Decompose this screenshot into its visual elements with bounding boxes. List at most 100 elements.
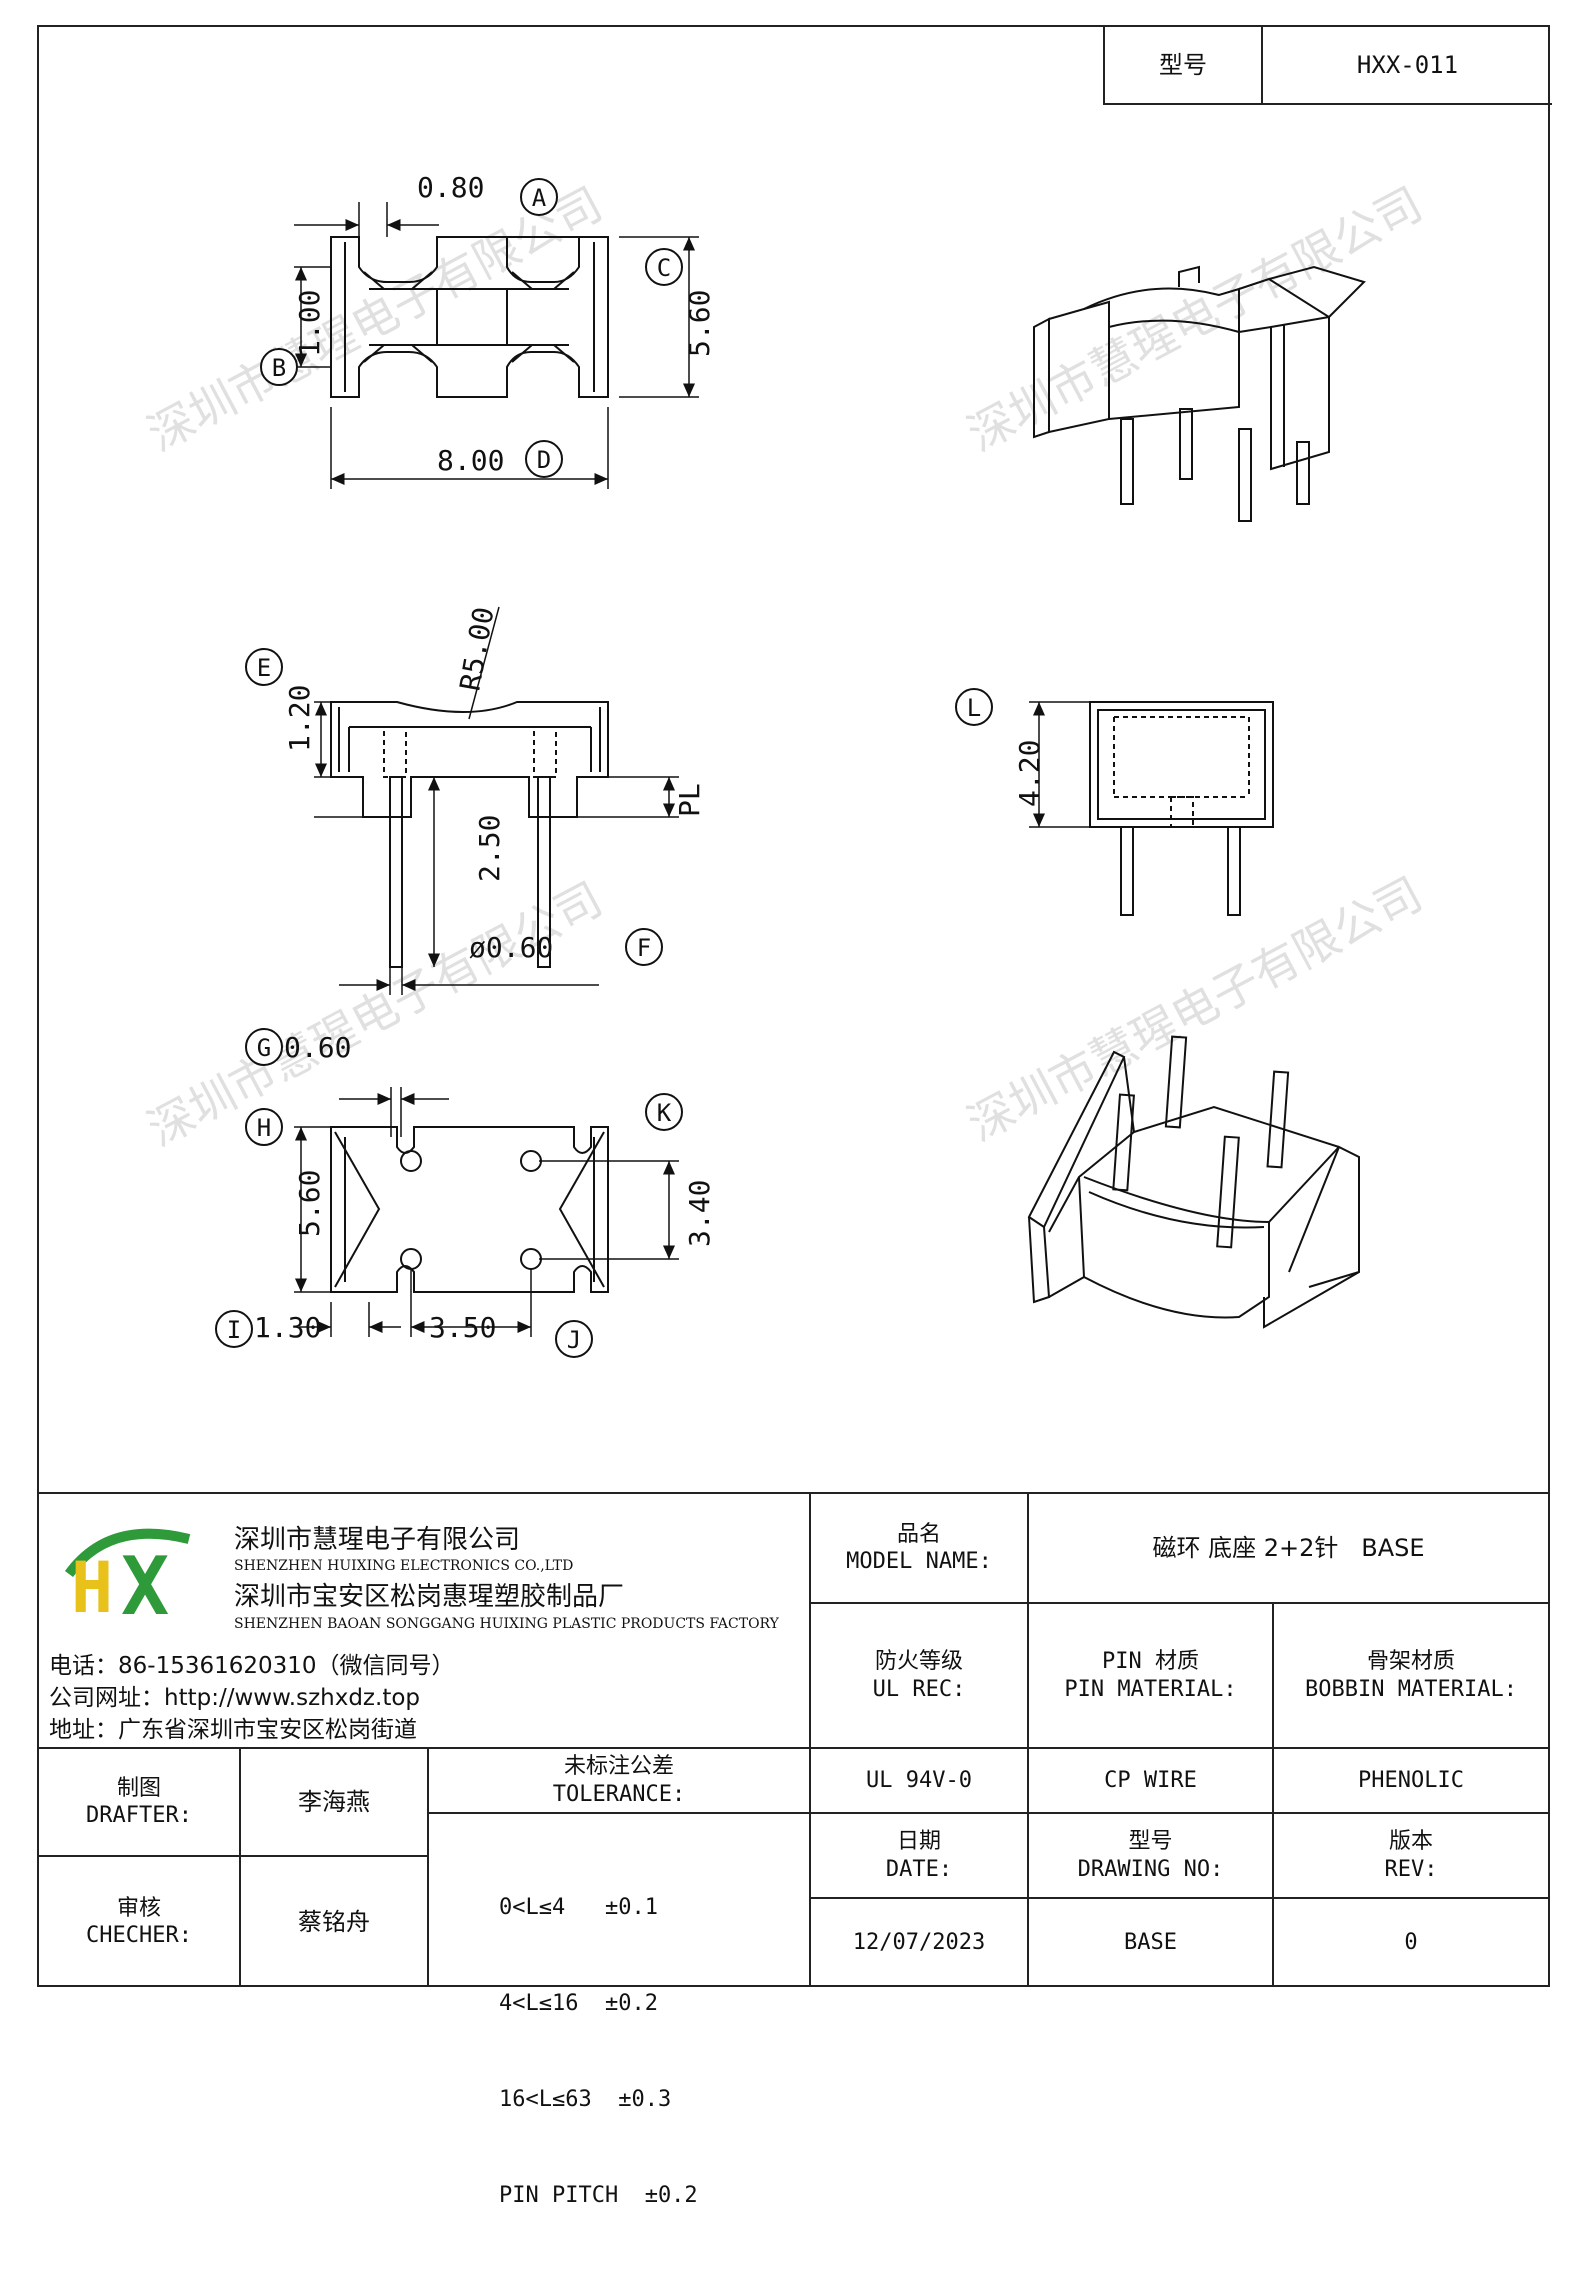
dim-560-bot: 5.60	[293, 1170, 326, 1237]
pin-material-en: PIN MATERIAL:	[1064, 1676, 1237, 1702]
watermark-3: 深圳市慧瑆电子有限公司	[139, 871, 611, 1156]
ul-rec-cn: 防火等级	[874, 1649, 963, 1674]
callout-d-circle	[525, 440, 563, 478]
tolerance-row-4: PIN PITCH ±0.2	[499, 2183, 698, 2208]
bobbin-material-value: PHENOLIC	[1274, 1749, 1548, 1814]
dim-060: 0.60	[284, 1031, 351, 1064]
pin-material-cn: PIN 材质	[1102, 1649, 1199, 1674]
dim-340: 3.40	[683, 1180, 716, 1247]
pin-material-value: CP WIRE	[1029, 1749, 1274, 1814]
callout-j-circle	[555, 1320, 593, 1358]
tolerance-label: 未标注公差 TOLERANCE:	[429, 1749, 811, 1814]
tolerance-row-3: 16<L≤63 ±0.3	[499, 2087, 672, 2112]
tolerance-en: TOLERANCE:	[552, 1781, 686, 1807]
callout-g: G	[257, 1034, 271, 1062]
callout-b: B	[272, 354, 286, 382]
pin-material-label: PIN 材质 PIN MATERIAL:	[1029, 1604, 1274, 1749]
callout-h-circle	[245, 1108, 283, 1146]
rev-en: REV:	[1384, 1856, 1438, 1882]
tolerance-cn: 未标注公差	[563, 1754, 674, 1779]
checker-label: 审核 CHECHER:	[39, 1857, 241, 1987]
callout-d: D	[537, 446, 551, 474]
ul-rec-value: UL 94V-0	[811, 1749, 1029, 1814]
drawing-no-value: BASE	[1029, 1899, 1274, 1987]
logo-x: X	[121, 1540, 169, 1624]
date-label: 日期 DATE:	[811, 1814, 1029, 1899]
company-phone: 电话：86-15361620310（微信同号）	[49, 1653, 455, 1679]
dim-420: 4.20	[1013, 740, 1046, 807]
watermark-4: 深圳市慧瑆电子有限公司	[959, 866, 1431, 1151]
drawing-sheet: 型号 HXX-011 深圳市慧瑆电子有限公司 深圳市慧瑆电子有限公司 深圳市慧瑆…	[37, 25, 1552, 2208]
iso-view-top	[1033, 265, 1366, 522]
dim-100: 1.00	[293, 290, 326, 357]
callout-e-circle	[245, 648, 283, 686]
callout-h: H	[257, 1114, 271, 1142]
dim-350: 3.50	[429, 1311, 496, 1344]
dim-pl: PL	[673, 783, 706, 817]
callout-i-circle	[215, 1310, 253, 1348]
callout-k: K	[657, 1099, 672, 1127]
callout-l: L	[967, 694, 981, 722]
logo-h: H	[71, 1547, 113, 1624]
company-area: H X 深圳市慧瑆电子有限公司 SHENZHEN HUIXING ELECTRO…	[39, 1494, 811, 1749]
checker-name: 蔡铭舟	[241, 1857, 429, 1987]
callout-c: C	[657, 254, 671, 282]
tolerance-values: 0<L≤4 ±0.1 4<L≤16 ±0.2 16<L≤63 ±0.3 PIN …	[429, 1814, 811, 2208]
date-en: DATE:	[885, 1856, 953, 1882]
watermark-layer: 深圳市慧瑆电子有限公司 深圳市慧瑆电子有限公司 深圳市慧瑆电子有限公司 深圳市慧…	[139, 176, 1431, 1156]
checker-cn: 审核	[116, 1895, 161, 1921]
callout-k-circle	[645, 1093, 683, 1131]
model-name-cn: 品名	[896, 1521, 941, 1547]
logo-swoosh	[64, 1528, 191, 1578]
callout-l-circle	[955, 688, 993, 726]
rev-label: 版本 REV:	[1274, 1814, 1548, 1899]
technical-drawing: 深圳市慧瑆电子有限公司 深圳市慧瑆电子有限公司 深圳市慧瑆电子有限公司 深圳市慧…	[139, 171, 1431, 1358]
rev-cn: 版本	[1388, 1829, 1433, 1854]
dim-phi060: ø0.60	[469, 931, 553, 964]
dim-r500: R5.00	[453, 604, 500, 693]
tolerance-row-2: 4<L≤16 ±0.2	[499, 1991, 658, 2016]
drawing-no-label: 型号 DRAWING NO:	[1029, 1814, 1274, 1899]
side-view	[1029, 701, 1274, 916]
company-address: 地址：广东省深圳市宝安区松岗街道	[49, 1717, 417, 1743]
bobbin-material-en: BOBBIN MATERIAL:	[1305, 1676, 1517, 1702]
drawing-no-cn: 型号	[1128, 1829, 1173, 1854]
callouts	[215, 178, 993, 1358]
checker-en: CHECHER:	[86, 1923, 192, 1948]
callout-a-circle	[520, 178, 558, 216]
dim-560-top: 5.60	[683, 290, 716, 357]
callout-c-circle	[645, 248, 683, 286]
tolerance-row-1: 0<L≤4 ±0.1	[499, 1895, 658, 1920]
dim-120: 1.20	[283, 685, 316, 752]
callout-j: J	[567, 1326, 581, 1354]
callout-f-circle	[625, 928, 663, 966]
model-value: HXX-011	[1356, 51, 1459, 79]
bobbin-material-label: 骨架材质 BOBBIN MATERIAL:	[1274, 1604, 1548, 1749]
top-view	[294, 202, 699, 489]
bottom-view	[294, 1087, 679, 1337]
model-name-label: 品名 MODEL NAME:	[811, 1494, 1029, 1604]
watermark-2: 深圳市慧瑆电子有限公司	[959, 176, 1431, 461]
drafter-en: DRAFTER:	[86, 1803, 192, 1828]
front-view	[314, 606, 679, 995]
drafter-name: 李海燕	[241, 1749, 429, 1857]
ul-rec-en: UL REC:	[872, 1676, 966, 1702]
watermark-1: 深圳市慧瑆电子有限公司	[139, 176, 611, 461]
drawing-no-en: DRAWING NO:	[1077, 1856, 1224, 1882]
drafter-cn: 制图	[116, 1775, 161, 1801]
callout-i: I	[227, 1316, 241, 1344]
dim-130: 1.30	[254, 1311, 321, 1344]
callout-b-circle	[260, 348, 298, 386]
company-website: 公司网址：http://www.szhxdz.top	[49, 1685, 421, 1711]
date-value: 12/07/2023	[811, 1899, 1029, 1987]
dim-250: 2.50	[473, 815, 506, 882]
rev-value: 0	[1404, 1930, 1418, 1956]
model-box: 型号 HXX-011	[1103, 27, 1552, 105]
company-logo: H X	[49, 1514, 219, 1633]
drafter-label: 制图 DRAFTER:	[39, 1749, 241, 1857]
model-label: 型号	[1105, 27, 1263, 103]
date-cn: 日期	[896, 1829, 941, 1854]
iso-view-bottom	[1027, 1035, 1360, 1329]
dim-080: 0.80	[417, 171, 484, 204]
callout-e: E	[257, 654, 271, 682]
